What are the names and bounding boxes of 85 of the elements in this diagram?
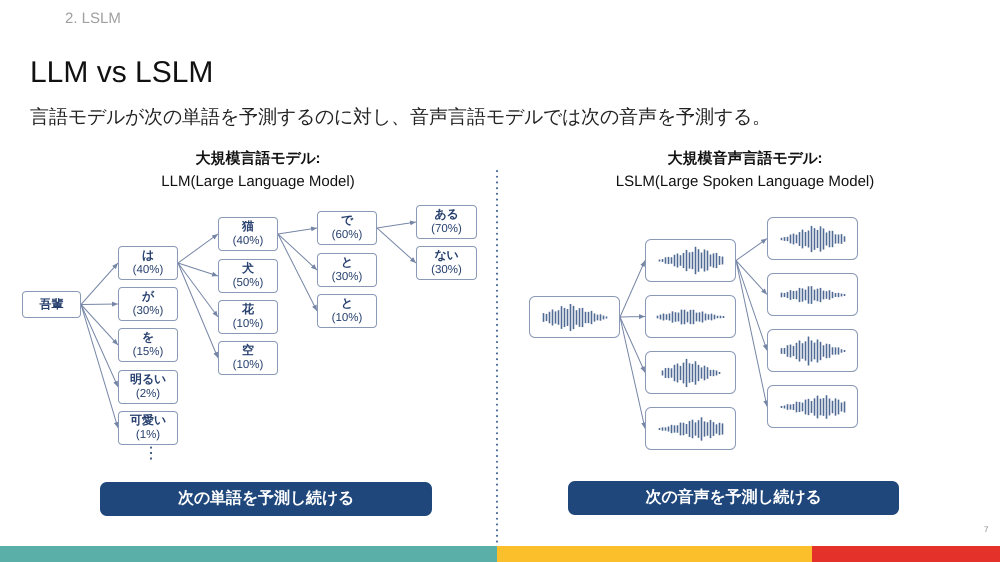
column-heading: 大規模言語モデル:	[196, 149, 320, 169]
word-label: 空	[242, 343, 254, 358]
audio-box	[645, 351, 736, 394]
page-title: LLM vs LSLM	[30, 55, 214, 91]
audio-box	[767, 217, 858, 260]
arrow	[736, 260, 768, 295]
probability-label: (40%)	[232, 234, 264, 249]
word-box	[118, 287, 178, 321]
word-box	[218, 259, 278, 293]
word-label: 花	[242, 302, 254, 317]
arrow	[376, 228, 416, 264]
subtitle-text: 言語モデルが次の単語を予測するのに対し、音声言語モデルでは次の音声を予測する。	[30, 106, 771, 130]
arrow	[178, 234, 218, 264]
word-box	[218, 217, 278, 251]
probability-label: (30%)	[332, 270, 362, 285]
probability-label: (10%)	[332, 311, 362, 326]
arrow	[620, 314, 646, 320]
word-box	[118, 411, 178, 445]
arrow	[620, 316, 646, 373]
word-label: 猫	[242, 219, 254, 234]
probability-label: (10%)	[232, 317, 264, 332]
arrow	[620, 260, 646, 318]
audio-box	[645, 295, 736, 338]
audio-box	[767, 329, 858, 372]
word-box	[416, 205, 477, 239]
probability-label: (40%)	[132, 263, 164, 278]
word-label: と	[341, 296, 353, 311]
summary-banner: 次の単語を予測し続ける	[100, 482, 432, 516]
arrow	[736, 260, 768, 351]
probability-label: (60%)	[332, 228, 362, 243]
word-box	[317, 294, 377, 328]
probability-label: (30%)	[132, 304, 164, 319]
word-label: ある	[434, 207, 458, 222]
arrow	[80, 304, 118, 346]
word-label: が	[142, 289, 154, 304]
ellipsis-mark: ⋮	[143, 447, 159, 457]
audio-box	[767, 273, 858, 316]
arrow	[80, 262, 118, 305]
arrow	[620, 316, 646, 429]
arrow	[80, 304, 118, 388]
column-heading: 大規模音声言語モデル:	[668, 149, 822, 169]
word-box	[218, 341, 278, 375]
probability-label: (10%)	[232, 358, 264, 373]
arrow	[178, 262, 218, 318]
word-label: 可愛い	[130, 413, 166, 428]
word-box	[118, 246, 178, 280]
arrow	[376, 220, 416, 228]
word-label: を	[142, 330, 154, 345]
word-label: 犬	[242, 261, 254, 276]
probability-label: (50%)	[232, 276, 264, 291]
probability-label: (2%)	[136, 387, 160, 402]
arrow	[80, 302, 118, 307]
arrow	[278, 234, 318, 312]
probability-label: (70%)	[431, 222, 462, 237]
arrow	[736, 238, 768, 261]
word-label: 吾輩	[40, 297, 64, 312]
page-number: 7	[984, 524, 988, 536]
word-box	[317, 211, 377, 245]
word-box	[317, 253, 377, 287]
word-label: は	[142, 248, 154, 263]
arrow	[278, 226, 318, 234]
summary-banner: 次の音声を予測し続ける	[568, 481, 899, 515]
word-box	[22, 291, 81, 318]
arrow	[80, 304, 119, 428]
word-label: ない	[434, 248, 458, 263]
word-box	[416, 246, 477, 280]
audio-box	[645, 239, 736, 282]
audio-box	[767, 385, 858, 428]
word-label: と	[341, 255, 353, 270]
section-label: 2. LSLM	[65, 9, 121, 29]
audio-box	[529, 296, 620, 338]
word-box	[218, 300, 278, 334]
audio-box	[645, 407, 736, 450]
word-label: で	[341, 213, 353, 228]
arrow	[278, 234, 318, 270]
column-subheading: LSLM(Large Spoken Language Model)	[616, 172, 874, 192]
word-box	[118, 328, 178, 362]
word-label: 明るい	[130, 372, 166, 387]
probability-label: (1%)	[136, 428, 160, 443]
column-subheading: LLM(Large Language Model)	[161, 172, 355, 192]
probability-label: (30%)	[431, 263, 462, 278]
probability-label: (15%)	[132, 345, 164, 360]
word-box	[118, 370, 178, 404]
arrow	[178, 262, 218, 358]
arrow	[178, 262, 218, 277]
